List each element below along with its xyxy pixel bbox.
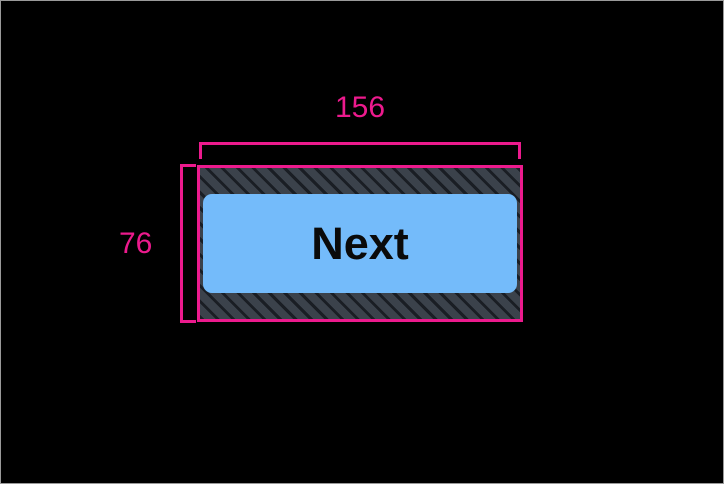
next-button[interactable]: Next [203, 194, 517, 293]
width-dimension-bracket [199, 142, 521, 159]
next-button-label: Next [311, 218, 409, 269]
height-dimension-label: 76 [119, 227, 153, 260]
height-dimension-bracket [180, 164, 196, 323]
width-dimension-label: 156 [334, 91, 386, 124]
highlighted-element-outline[interactable]: Next [197, 165, 523, 322]
